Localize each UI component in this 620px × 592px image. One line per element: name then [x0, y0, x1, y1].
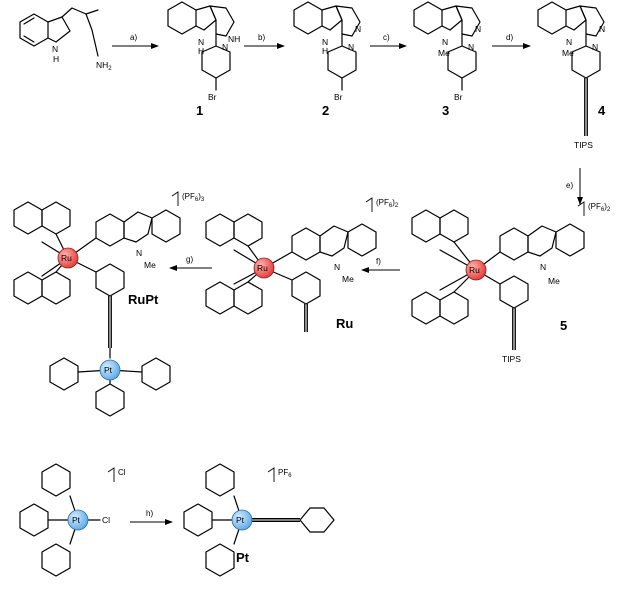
svg-text:Br: Br [454, 92, 463, 102]
step-g: g) [186, 255, 193, 264]
label-complex-pt: Pt [236, 550, 250, 565]
svg-text:Me: Me [548, 276, 560, 286]
svg-text:N: N [222, 42, 228, 52]
svg-text:Br: Br [208, 92, 217, 102]
svg-text:N: N [198, 37, 204, 47]
platinum-center [99, 359, 121, 381]
svg-text:N: N [475, 24, 481, 34]
svg-text:Me: Me [342, 274, 354, 284]
counterion-ptcl: Cl [118, 468, 126, 477]
step-h: h) [146, 509, 153, 518]
counterion-pt: PF6 [278, 468, 292, 479]
complex-5: N Me TIPS Ru 5 (PF6)2 [411, 201, 611, 364]
svg-text:Me: Me [438, 48, 450, 58]
svg-text:NH: NH [228, 34, 240, 44]
svg-text:N: N [442, 37, 448, 47]
pt-chloride: Pt Cl Cl [19, 463, 126, 577]
tryptamine: N H NH2 [19, 7, 112, 72]
svg-text:N: N [540, 262, 546, 272]
svg-text:N: N [566, 37, 572, 47]
svg-text:Pt: Pt [72, 515, 81, 525]
bracket-ru [365, 197, 373, 212]
svg-text:Ru: Ru [257, 263, 268, 273]
pt-phenylacetylide: Pt Pt PF6 [183, 463, 335, 577]
bracket-ptcl [107, 467, 115, 482]
svg-text:H: H [198, 46, 204, 56]
step-c: c) [383, 33, 390, 42]
ruthenium-center [57, 247, 79, 269]
svg-text:Cl: Cl [102, 515, 110, 525]
atom-nh2: NH2 [96, 60, 112, 72]
counterion-rupt: (PF6)3 [182, 192, 205, 203]
counterion-ru: (PF6)2 [376, 198, 399, 209]
compound-4: N N Me N TIPS 4 [537, 1, 606, 150]
svg-text:Br: Br [334, 92, 343, 102]
complex-rupt: N Me Ru Pt RuPt (PF6)3 [13, 191, 205, 417]
svg-text:N: N [334, 262, 340, 272]
svg-text:Pt: Pt [104, 365, 113, 375]
atom-nh: N [52, 44, 58, 54]
label-compound-2: 2 [322, 103, 329, 118]
compound-2: N N H N Br 2 [293, 1, 361, 118]
label-compound-3: 3 [442, 103, 449, 118]
step-e: e) [566, 181, 573, 190]
atom-h: H [53, 54, 59, 64]
svg-text:Me: Me [562, 48, 574, 58]
compound-1: NH N H N Br 1 [167, 1, 240, 118]
compound-3: N N Me N Br 3 [413, 1, 481, 118]
svg-text:H: H [322, 46, 328, 56]
label-complex-ru: Ru [336, 316, 353, 331]
svg-text:N: N [599, 24, 605, 34]
svg-text:N: N [136, 248, 142, 258]
counterion-5: (PF6)2 [588, 202, 611, 213]
svg-text:Ru: Ru [61, 253, 72, 263]
svg-text:N: N [468, 42, 474, 52]
svg-text:N: N [355, 24, 361, 34]
label-compound-1: 1 [196, 103, 203, 118]
svg-text:N: N [322, 37, 328, 47]
step-f: f) [376, 257, 381, 266]
step-a: a) [130, 33, 137, 42]
ruthenium-center [253, 257, 275, 279]
label-compound-5: 5 [560, 318, 567, 333]
complex-ru: N Me Ru Ru (PF6)2 [205, 197, 399, 332]
svg-text:TIPS: TIPS [502, 354, 521, 364]
bracket-pt [267, 467, 275, 482]
svg-text:Pt: Pt [236, 515, 245, 525]
platinum-center [231, 509, 253, 531]
step-d: d) [506, 33, 513, 42]
bracket-5 [577, 201, 585, 216]
svg-text:N: N [348, 42, 354, 52]
platinum-center [67, 509, 89, 531]
ruthenium-center [465, 259, 487, 281]
step-b: b) [258, 33, 265, 42]
label-complex-rupt: RuPt [128, 292, 159, 307]
bracket-rupt [171, 191, 179, 206]
svg-text:Me: Me [144, 260, 156, 270]
svg-text:Ru: Ru [469, 265, 480, 275]
svg-text:N: N [592, 42, 598, 52]
label-compound-4: 4 [598, 103, 606, 118]
svg-text:TIPS: TIPS [574, 140, 593, 150]
